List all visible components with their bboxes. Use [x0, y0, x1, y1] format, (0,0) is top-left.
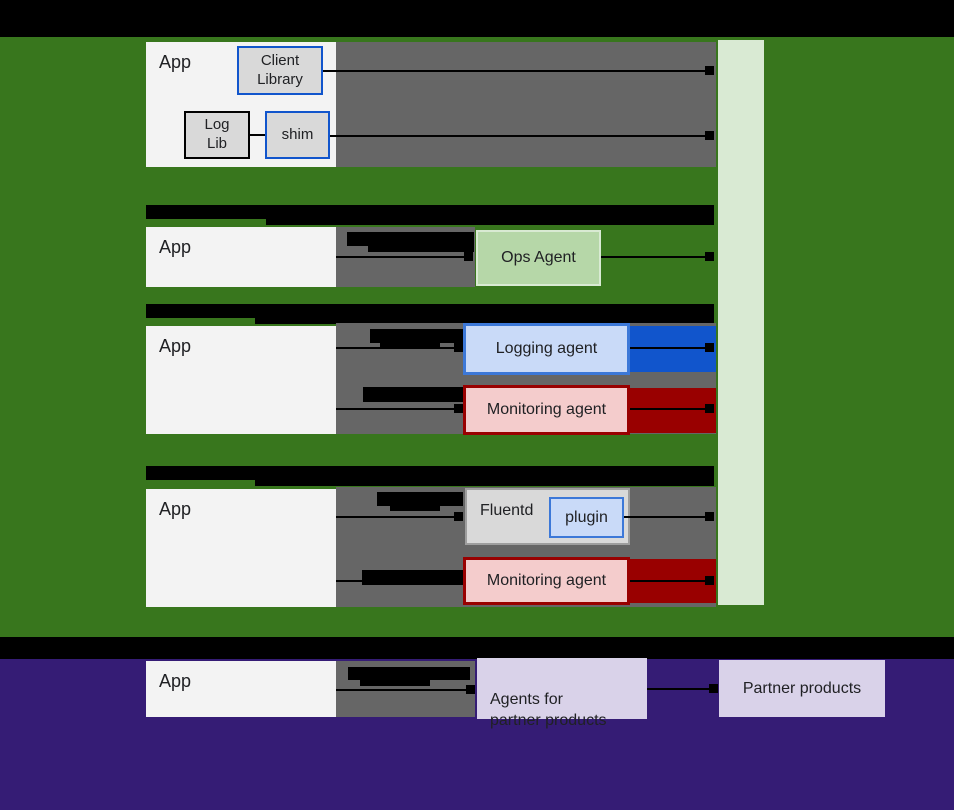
row2-redacted-label-step: [368, 246, 474, 252]
row4-logs-arrow-line: [336, 516, 455, 518]
row1-clientlib-arrow-line: [322, 70, 706, 72]
row4-metrics-redacted-label: [362, 570, 463, 585]
monitoring-agent-box: Monitoring agent: [463, 385, 630, 435]
partner-out-arrow-line: [647, 688, 710, 690]
partner-app-arrow-head: [466, 685, 475, 694]
log-lib-label: Log Lib: [204, 116, 230, 152]
loglib-shim-connector: [249, 134, 266, 136]
shim-box: shim: [265, 111, 330, 159]
row3-monitoring-out-arrow-line: [630, 408, 706, 410]
partner-app-box: App: [146, 661, 336, 717]
row2-app-arrow-line: [336, 256, 464, 258]
row3-app-box: App: [146, 326, 336, 434]
row2-out-arrow-head: [705, 252, 714, 261]
logging-route-bar: [630, 326, 716, 372]
row3-monitoring-out-arrow-head: [705, 404, 714, 413]
partner-products-box: Partner products: [719, 660, 885, 717]
shim-label: shim: [281, 125, 314, 143]
partner-agents-box: Agents for partner products: [477, 658, 647, 729]
row4-logs-redacted-label: [377, 492, 463, 506]
partner-products-label: Partner products: [742, 679, 862, 697]
row3-app-label: App: [159, 336, 192, 356]
row3-section-title-redacted: [146, 304, 714, 318]
row4-section-title-redacted-step: [255, 480, 714, 486]
partner-app-label: App: [159, 671, 192, 691]
row4-monitoring-out-arrow-head: [705, 576, 714, 585]
fluentd-label: Fluentd: [480, 502, 534, 519]
diagram-title-redacted-bar: [0, 0, 954, 37]
row4-metrics-arrow-head: [454, 576, 463, 585]
ops-agent-label: Ops Agent: [501, 249, 576, 266]
row3-metrics-arrow-line: [336, 408, 455, 410]
row4-app-box: App: [146, 489, 336, 607]
row1-shim-arrow-line: [328, 135, 706, 137]
row4-app-label: App: [159, 499, 192, 519]
log-lib-box: Log Lib: [184, 111, 250, 159]
partner-section-title-redacted-bar: [0, 637, 954, 659]
row2-app-arrow-head: [464, 252, 473, 261]
partner-out-arrow-head: [709, 684, 718, 693]
row1-shim-arrow-head: [705, 131, 714, 140]
partner-redacted-label: [348, 667, 470, 680]
logging-agent-box: Logging agent: [463, 323, 630, 375]
row3-logging-out-arrow-head: [705, 343, 714, 352]
row2-section-title-redacted: [146, 205, 714, 219]
row3-metrics-arrow-head: [454, 404, 463, 413]
row4-logs-redacted-label-step: [390, 506, 440, 511]
row2-app-label: App: [159, 237, 192, 257]
row4-monitoring-agent-label: Monitoring agent: [486, 572, 607, 589]
row4-metrics-arrow-line: [336, 580, 455, 582]
row4-section-title-redacted: [146, 466, 714, 480]
row2-out-arrow-line: [601, 256, 706, 258]
fluentd-plugin-label: plugin: [565, 508, 608, 526]
partner-app-arrow-line: [336, 689, 466, 691]
row1-app-label: App: [159, 52, 192, 72]
row3-logging-out-arrow-line: [630, 347, 706, 349]
row4-logs-arrow-head: [454, 512, 463, 521]
row2-section-title-redacted-step: [266, 219, 714, 225]
row3-logs-arrow-head: [454, 343, 463, 352]
ops-agent-box: Ops Agent: [476, 230, 601, 286]
partner-agents-label: Agents for partner products: [490, 690, 607, 730]
partner-redacted-label-step: [360, 680, 430, 686]
client-library-label: Client Library: [257, 51, 303, 88]
row1-transport-panel: [336, 42, 716, 167]
row4-fluentd-out-arrow-head: [705, 512, 714, 521]
row2-redacted-label: [347, 232, 474, 246]
row3-logs-redacted-label: [370, 329, 463, 343]
row3-metrics-redacted-label: [363, 387, 463, 402]
row3-logs-arrow-line: [336, 347, 455, 349]
cloud-ingest-bar: [716, 38, 766, 607]
row3-section-title-redacted-step: [255, 318, 714, 324]
monitoring-agent-label: Monitoring agent: [486, 401, 607, 418]
client-library-box: Client Library: [237, 46, 323, 95]
row1-clientlib-arrow-head: [705, 66, 714, 75]
logging-agent-label: Logging agent: [495, 340, 598, 357]
row3-logs-redacted-label-step: [380, 343, 440, 348]
row4-monitoring-agent-box: Monitoring agent: [463, 557, 630, 605]
row4-monitoring-out-arrow-line: [630, 580, 706, 582]
row2-app-box: App: [146, 227, 336, 287]
monitoring-route-bar: [630, 388, 716, 433]
row4-fluentd-out-arrow-line: [624, 516, 706, 518]
fluentd-plugin-box: plugin: [549, 497, 624, 538]
